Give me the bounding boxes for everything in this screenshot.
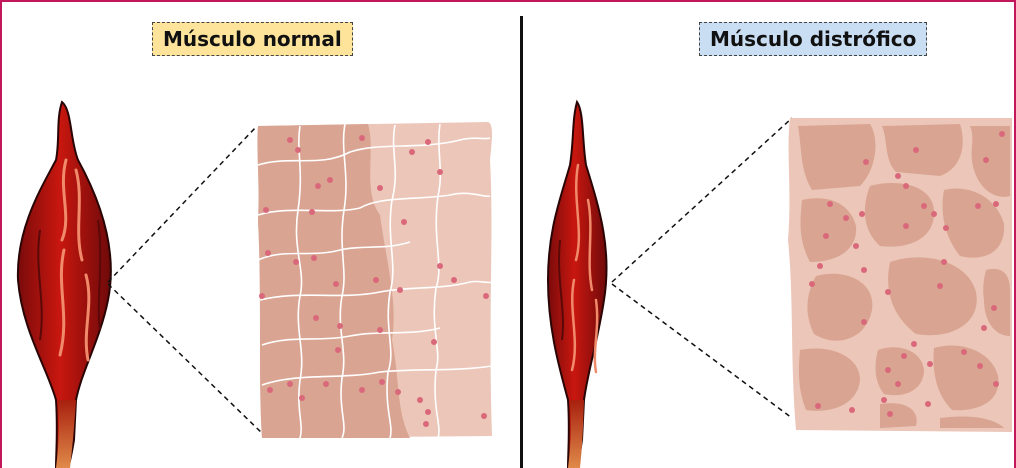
zoom-line-top-dystrophic [612,118,792,282]
zoom-line-top [108,126,257,282]
dystrophic-tissue-crosssection [788,118,1012,432]
zoom-line-bottom [108,284,265,436]
dystrophic-muscle-illustration [548,102,607,468]
normal-muscle-illustration [18,102,111,468]
normal-tissue-crosssection [257,122,492,438]
zoom-line-bottom-dystrophic [612,284,792,418]
